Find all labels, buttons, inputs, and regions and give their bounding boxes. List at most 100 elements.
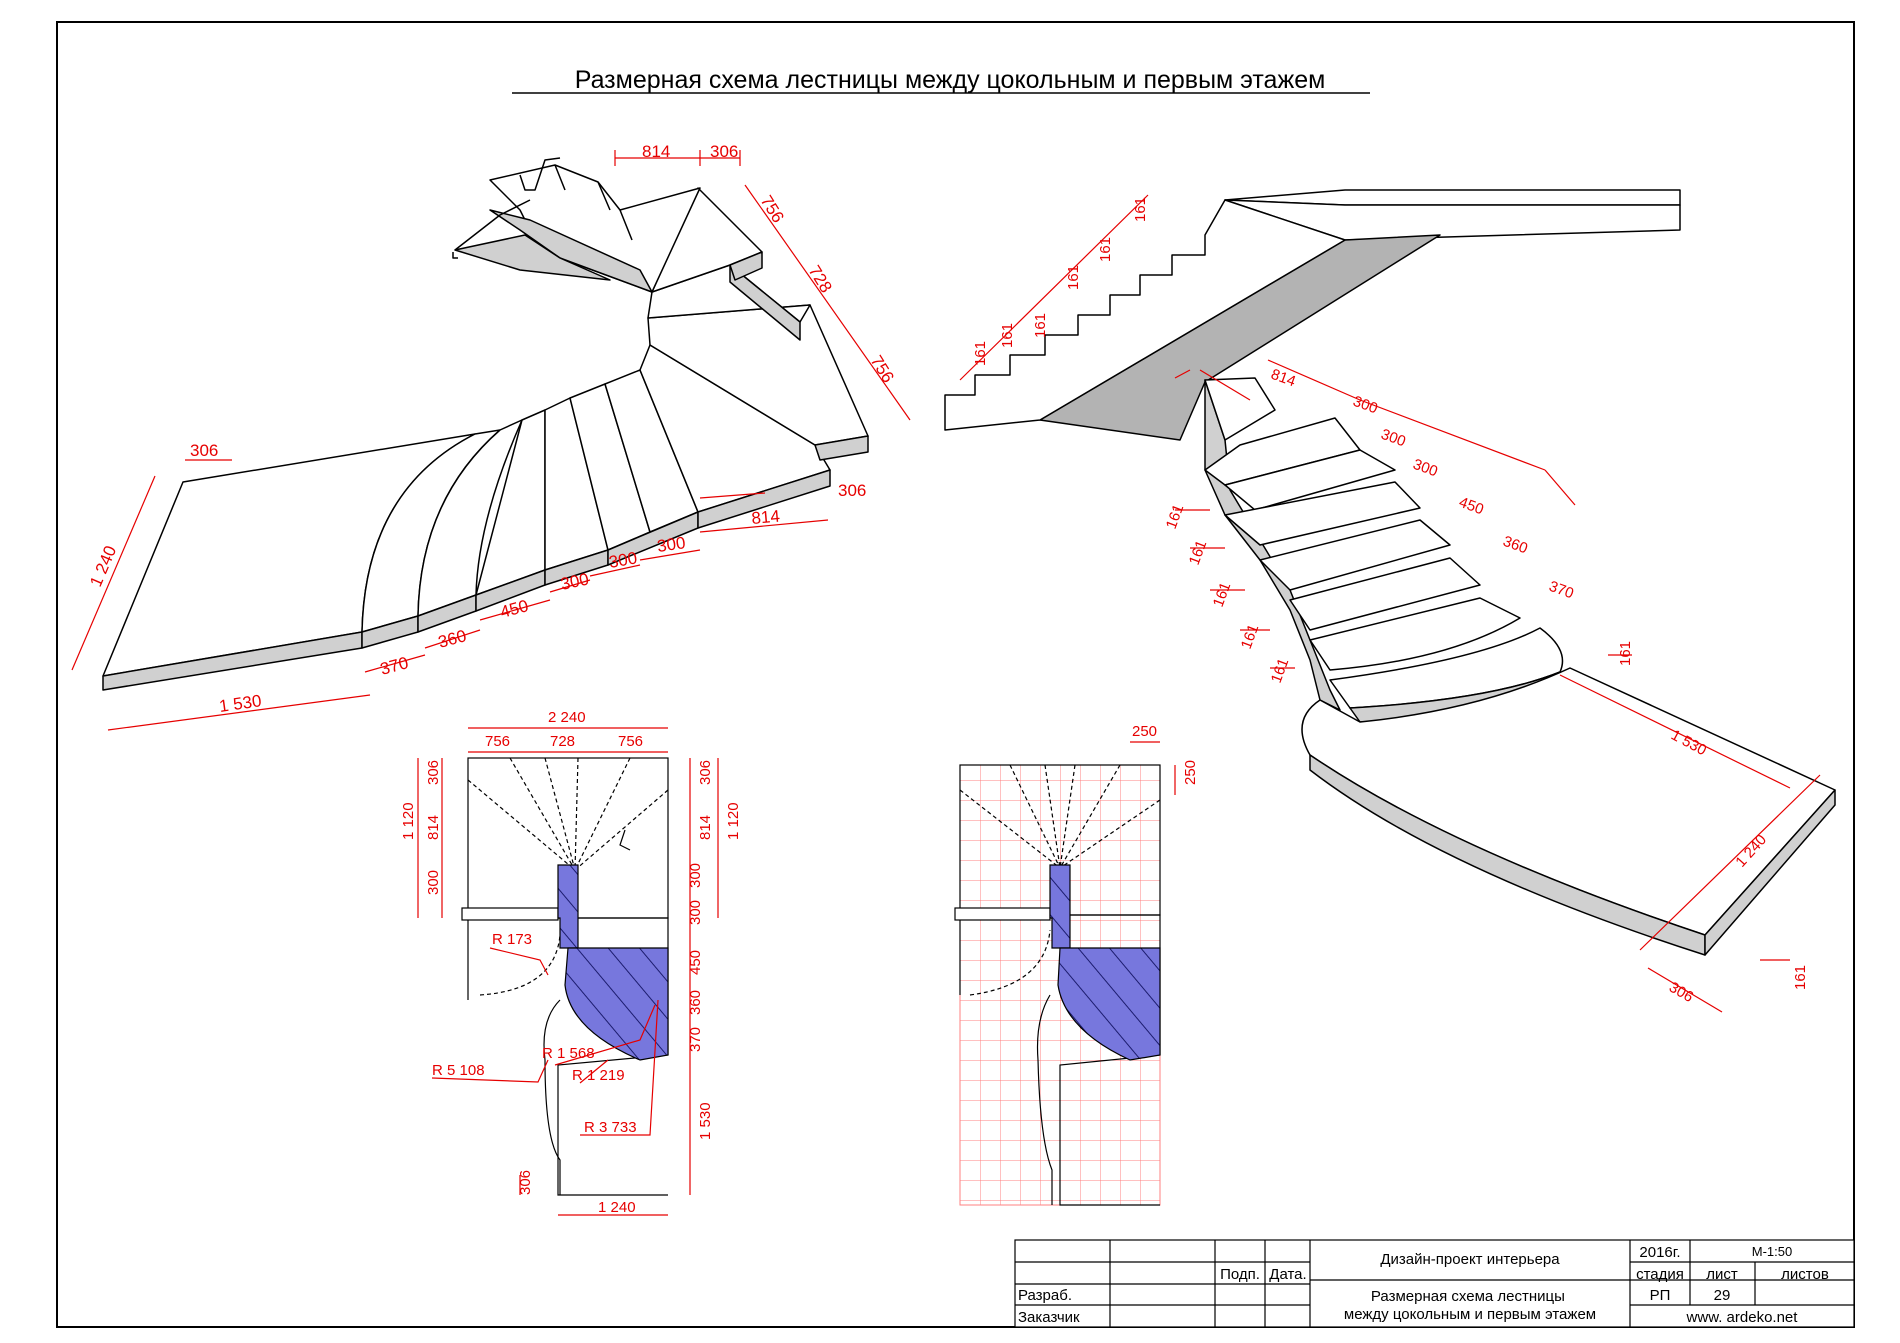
dim-label: 1 240	[598, 1199, 636, 1216]
dim-label: 370	[378, 653, 410, 679]
dim-label: 814	[425, 815, 442, 840]
dim-label: 814	[1269, 366, 1298, 391]
dim-label: 1 120	[400, 802, 417, 840]
upper-flight-profile	[944, 199, 1346, 431]
drawing-title: Размерная схема лестницы между цокольным…	[575, 66, 1326, 94]
radius-label: R 5 108	[432, 1062, 485, 1079]
dim-label: 360	[436, 626, 468, 652]
dim-label: 756	[757, 192, 788, 226]
step	[1289, 557, 1481, 631]
tb-sheet-title-line1: Размерная схема лестницы	[1371, 1288, 1565, 1305]
wall-break-line	[452, 252, 458, 259]
tb-col-sign: Подп.	[1220, 1266, 1260, 1283]
dim-label: 161	[1163, 502, 1188, 531]
dim-label: 300	[1379, 426, 1408, 451]
dim-label: 756	[485, 733, 510, 750]
dim-label: 2 240	[548, 709, 586, 726]
title-block-text: Дизайн-проект интерьера 2016г. М-1:50 По…	[1018, 1244, 1829, 1326]
winder-step-edge	[814, 435, 869, 461]
dim-label: 161	[1132, 197, 1149, 222]
dim-label: 161	[1186, 538, 1211, 567]
winder-step	[417, 419, 523, 617]
dim-label: 306	[190, 441, 218, 460]
plan-edge	[461, 907, 559, 921]
tb-row-customer: Заказчик	[1018, 1309, 1080, 1326]
dim-label: 161	[1238, 622, 1263, 651]
upper-flight-risers	[554, 164, 633, 241]
left-view-dimensions	[71, 150, 911, 731]
dim-label: 450	[687, 950, 704, 975]
dim-label: 814	[642, 142, 670, 161]
dim-label: 161	[1032, 313, 1049, 338]
staircase-3d-left	[102, 157, 869, 691]
winder-step-edge	[697, 469, 831, 529]
dim-label: 300	[656, 533, 687, 556]
tb-sheet-title-line2: между цокольным и первым этажем	[1344, 1306, 1596, 1323]
dim-label: 300	[1351, 393, 1380, 418]
tb-year: 2016г.	[1639, 1244, 1680, 1261]
right-view-dimensions	[959, 194, 1821, 1013]
upper-wall-cut	[454, 234, 611, 281]
wall-break-line	[454, 157, 561, 251]
dim-label: 814	[751, 507, 781, 528]
dim-label: 1 530	[218, 691, 263, 716]
winder-step-edge	[729, 251, 763, 281]
sheet-frame	[56, 21, 1855, 1328]
upper-flight-side	[489, 209, 653, 293]
dim-label: 1 120	[725, 802, 742, 840]
step	[1204, 377, 1276, 441]
dim-label: 161	[972, 341, 989, 366]
dim-label: 756	[867, 352, 898, 386]
tb-stage: РП	[1650, 1287, 1671, 1304]
tb-scale: М-1:50	[1752, 1244, 1792, 1259]
dim-label: 756	[618, 733, 643, 750]
dim-label: 1 240	[86, 543, 120, 590]
step	[1204, 417, 1361, 486]
plan-hatch-lower	[1057, 947, 1161, 1061]
step	[1309, 597, 1521, 671]
plan-right	[954, 764, 1161, 1206]
tb-label-stage: стадия	[1636, 1266, 1684, 1283]
dim-label: 300	[607, 548, 638, 572]
plan-edge	[954, 907, 1051, 921]
dim-label: 306	[838, 481, 866, 500]
plan-door-arc	[479, 934, 561, 996]
dim-label: 814	[697, 815, 714, 840]
plan-winder-lines	[959, 764, 1161, 869]
dim-label: 300	[1411, 456, 1440, 481]
radius-label: R 3 733	[584, 1119, 637, 1136]
staircase-3d-right	[944, 189, 1836, 956]
plan-left-dim-labels: 2 240 756 728 756 1 120 306 814 300 306 …	[400, 709, 742, 1216]
dim-label: 300	[687, 863, 704, 888]
tb-sheet-no: 29	[1714, 1287, 1731, 1304]
dim-label: 360	[687, 990, 704, 1015]
dim-label: 306	[425, 760, 442, 785]
plan-outline	[467, 917, 669, 1196]
radius-label: R 173	[492, 931, 532, 948]
dim-label: 728	[805, 262, 836, 296]
title-block	[1014, 1239, 1855, 1328]
plan-left-dimensions	[417, 727, 719, 1216]
dim-label: 161	[1268, 656, 1293, 685]
tb-label-sheet: лист	[1706, 1266, 1738, 1283]
tb-label-sheets: листов	[1781, 1266, 1829, 1283]
dim-label: 306	[697, 760, 714, 785]
dim-label: 360	[1501, 533, 1530, 558]
dim-label: 161	[1210, 580, 1235, 609]
step	[1224, 449, 1396, 511]
dim-label: 306	[710, 142, 738, 161]
step	[1259, 519, 1451, 591]
radius-label: R 1 568	[542, 1045, 595, 1062]
winder-step	[647, 304, 869, 446]
dim-label: 161	[1617, 641, 1634, 666]
dim-label: 728	[550, 733, 575, 750]
dim-label: 250	[1182, 760, 1199, 785]
dim-label: 306	[517, 1170, 534, 1195]
plan-curve	[1036, 994, 1053, 1205]
plan-hatch-upper	[1049, 864, 1071, 949]
plan-right-dim-labels: 250 250	[1132, 723, 1199, 785]
dim-label: 161	[999, 323, 1016, 348]
dim-label: 250	[1132, 723, 1157, 740]
bottom-landing-end	[1704, 789, 1836, 956]
